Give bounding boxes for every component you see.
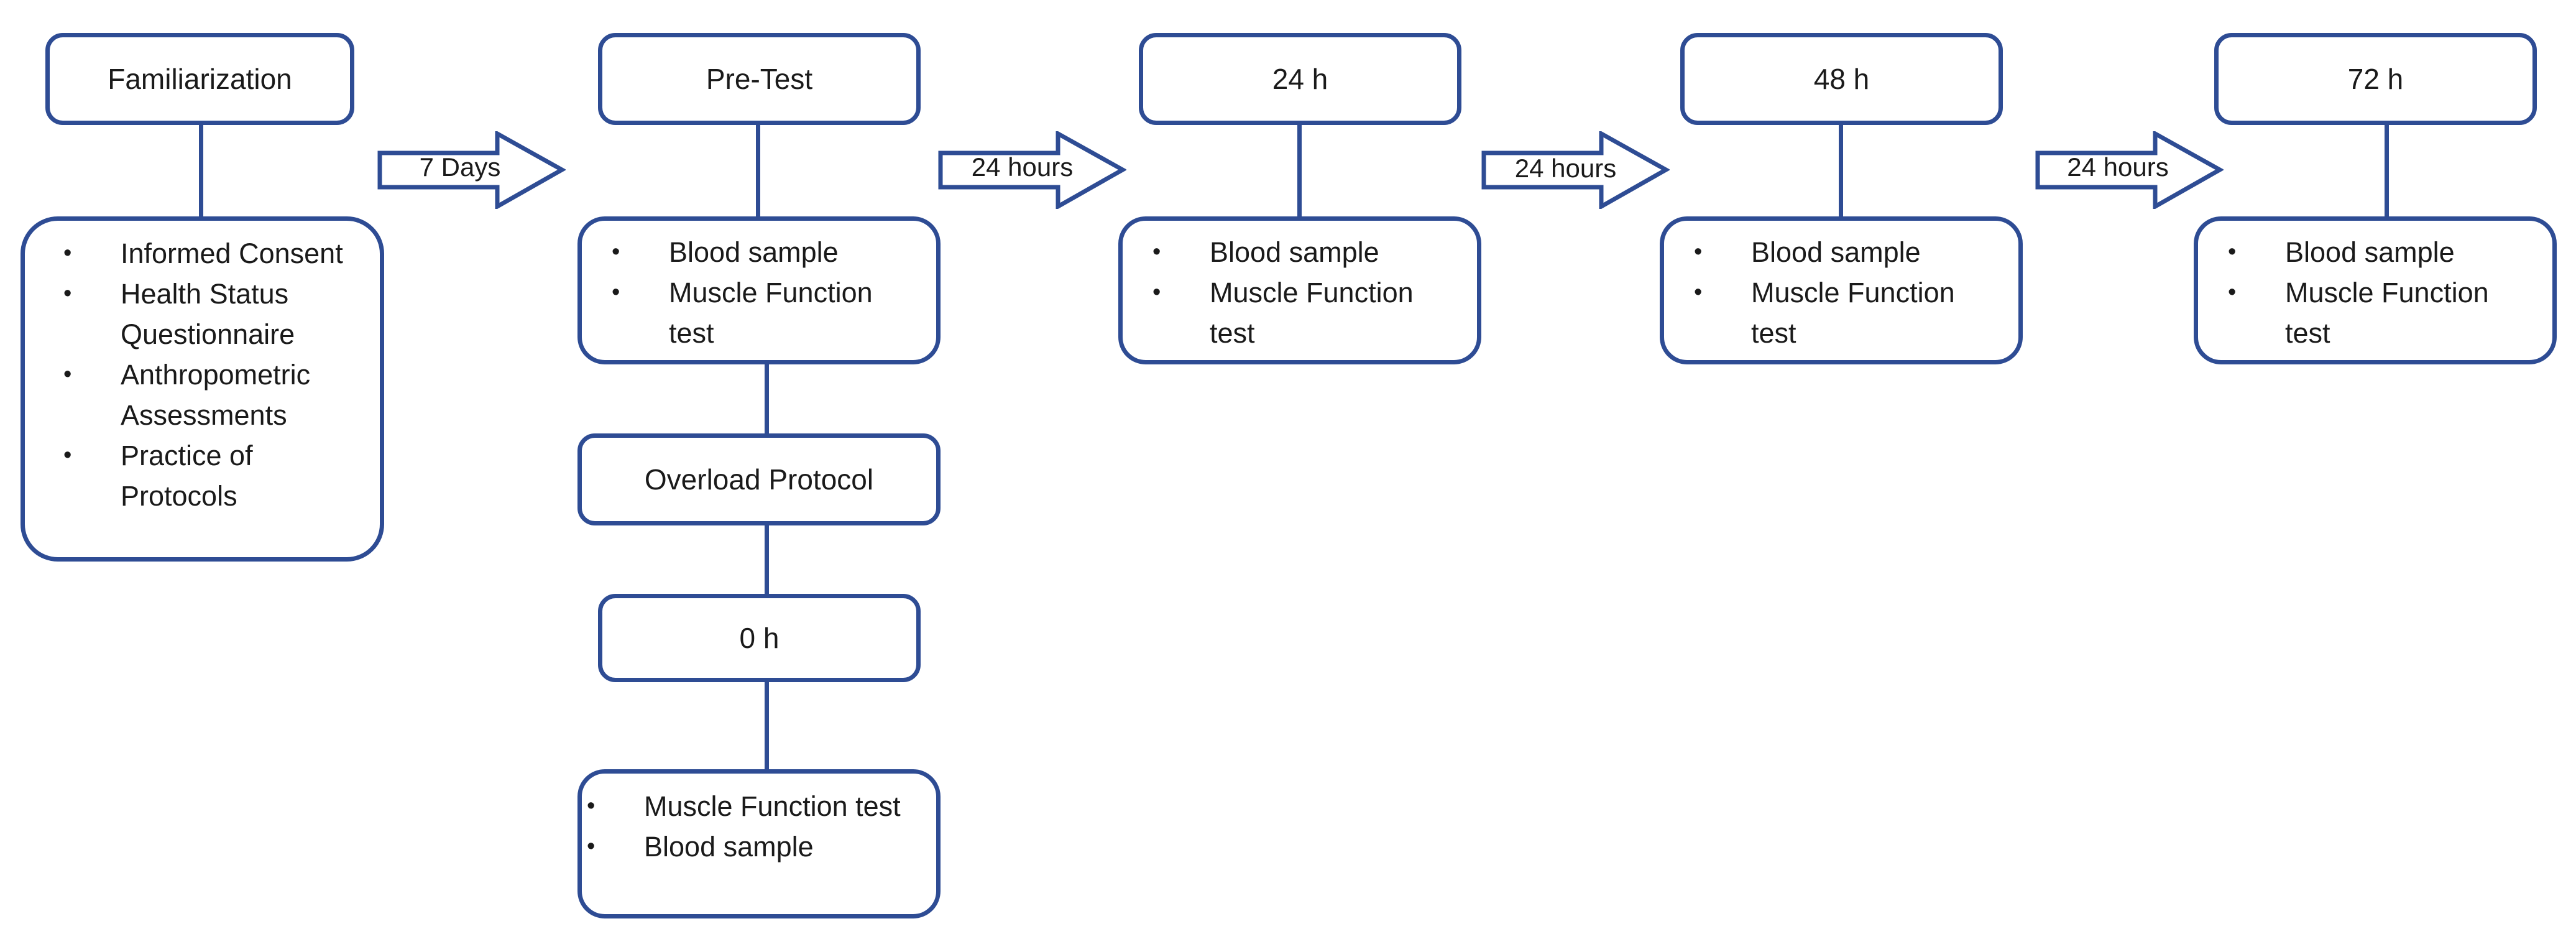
h48-box: 48 h bbox=[1680, 33, 2003, 125]
familiarization-connector bbox=[199, 125, 203, 218]
right-arrow-icon bbox=[1481, 131, 1670, 209]
h72-items-box: Blood sample Muscle Function test bbox=[2194, 216, 2557, 364]
h48-connector bbox=[1839, 125, 1843, 218]
pretest-title: Pre-Test bbox=[706, 63, 813, 95]
h24-box: 24 h bbox=[1139, 33, 1461, 125]
h72-box: 72 h bbox=[2214, 33, 2537, 125]
list-item: Blood sample bbox=[2228, 232, 2534, 272]
zero-h-title: 0 h bbox=[739, 622, 780, 654]
zero-h-connector bbox=[765, 682, 769, 770]
overload-connector-top bbox=[765, 364, 769, 434]
overload-protocol-box: Overload Protocol bbox=[577, 433, 941, 525]
list-item: Muscle Function test bbox=[1152, 272, 1458, 353]
overload-protocol-title: Overload Protocol bbox=[644, 463, 874, 496]
list-item: Muscle Function test bbox=[1694, 272, 2000, 353]
list-item: Health Status Questionnaire bbox=[63, 274, 375, 354]
list-item: Blood sample bbox=[612, 232, 918, 272]
familiarization-title: Familiarization bbox=[108, 63, 292, 95]
h72-connector bbox=[2385, 125, 2389, 218]
pretest-connector bbox=[756, 125, 760, 218]
h24-title: 24 h bbox=[1272, 63, 1328, 95]
list-item: Practice of Protocols bbox=[63, 435, 375, 516]
overload-connector-bottom bbox=[765, 525, 769, 594]
list-item: Muscle Function test bbox=[612, 272, 918, 353]
h48-title: 48 h bbox=[1813, 63, 1870, 95]
h24-connector bbox=[1297, 125, 1302, 218]
zero-h-items-box: Muscle Function test Blood sample bbox=[577, 769, 941, 918]
arrow-label: 24 hours bbox=[2067, 152, 2169, 182]
list-item: Informed Consent bbox=[63, 233, 375, 274]
familiarization-items-box: Informed Consent Health Status Questionn… bbox=[21, 216, 384, 562]
list-item: Blood sample bbox=[1152, 232, 1458, 272]
zero-h-box: 0 h bbox=[598, 594, 921, 682]
list-item: Blood sample bbox=[587, 826, 918, 867]
right-arrow-icon bbox=[938, 131, 1126, 209]
familiarization-box: Familiarization bbox=[45, 33, 354, 125]
right-arrow-icon bbox=[2035, 131, 2224, 209]
arrow-label: 24 hours bbox=[971, 152, 1074, 182]
list-item: Blood sample bbox=[1694, 232, 2000, 272]
arrow-label: 7 Days bbox=[419, 152, 501, 182]
arrow-label: 24 hours bbox=[1514, 154, 1617, 183]
list-item: Anthropometric Assessments bbox=[63, 354, 375, 435]
right-arrow-icon bbox=[377, 131, 566, 209]
list-item: Muscle Function test bbox=[2228, 272, 2534, 353]
pretest-items-box: Blood sample Muscle Function test bbox=[577, 216, 941, 364]
pretest-box: Pre-Test bbox=[598, 33, 921, 125]
list-item: Muscle Function test bbox=[587, 786, 918, 826]
h48-items-box: Blood sample Muscle Function test bbox=[1660, 216, 2023, 364]
h72-title: 72 h bbox=[2347, 63, 2404, 95]
h24-items-box: Blood sample Muscle Function test bbox=[1118, 216, 1481, 364]
